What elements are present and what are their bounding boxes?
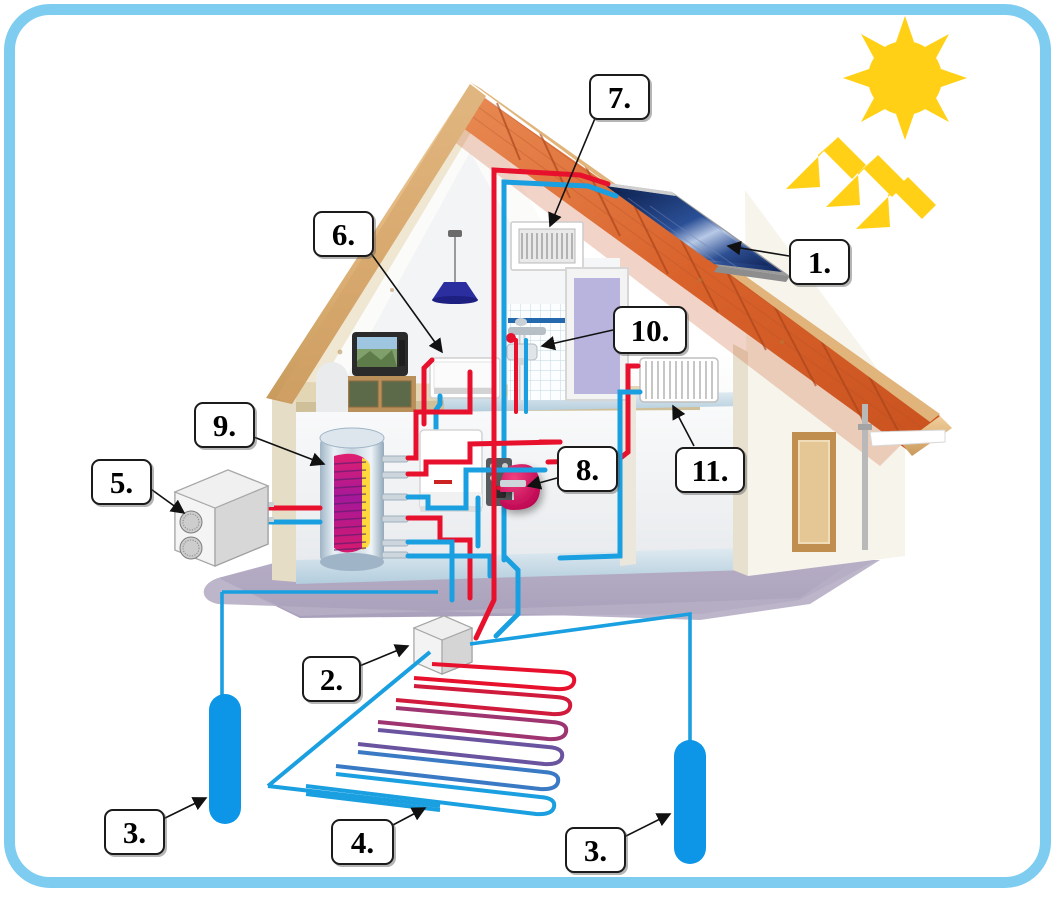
- leader-3a: [160, 797, 208, 821]
- callout-3b[interactable]: 3.: [565, 827, 626, 873]
- callout-11[interactable]: 11.: [675, 447, 745, 493]
- shower-fixture: [506, 318, 546, 400]
- callout-7[interactable]: 7.: [589, 74, 650, 120]
- bathroom: [506, 221, 629, 401]
- wall-niche: [316, 362, 348, 412]
- horizontal-ground-collector: [266, 650, 577, 817]
- callout-5-label: 5.: [109, 464, 134, 500]
- fan-coil-pipes: [421, 357, 443, 439]
- sun-ray-arrow-2: [826, 155, 906, 207]
- leader-8: [526, 475, 558, 490]
- callout-1-label: 1.: [807, 244, 832, 280]
- callout-11-label: 11.: [691, 452, 729, 488]
- tv-cabinet: [344, 376, 416, 412]
- leader-3b: [621, 813, 672, 839]
- callout-6-label: 6.: [331, 216, 356, 252]
- callout-3a-label: 3.: [122, 814, 147, 850]
- pendant-lamp: [432, 230, 478, 304]
- interior-door: [565, 267, 629, 401]
- callout-2[interactable]: 2.: [302, 656, 361, 702]
- stratified-buffer-tank: [319, 427, 409, 571]
- rain-downpipe: [858, 404, 872, 550]
- callout-4-label: 4.: [350, 824, 375, 860]
- callout-6[interactable]: 6.: [313, 211, 374, 257]
- plant-room-pipework: [405, 369, 563, 641]
- callout-7-label: 7.: [607, 79, 632, 115]
- expansion-vessel: [500, 464, 541, 510]
- leader-4: [390, 807, 427, 827]
- wall-radiator: [639, 357, 719, 403]
- callout-3a[interactable]: 3.: [104, 809, 165, 855]
- geothermal-probe-left: [209, 694, 241, 824]
- leader-7: [548, 115, 597, 228]
- leader-lines: [147, 115, 790, 839]
- callout-5[interactable]: 5.: [91, 459, 152, 505]
- callout-4[interactable]: 4.: [331, 819, 394, 865]
- leader-2: [356, 644, 410, 668]
- sun-ray-arrows: [786, 137, 936, 229]
- leader-6: [369, 251, 443, 354]
- callout-9-label: 9.: [212, 407, 237, 443]
- leader-9: [250, 435, 326, 467]
- exterior-window: [792, 432, 836, 552]
- callout-1[interactable]: 1.: [789, 239, 850, 285]
- leader-11: [672, 404, 695, 447]
- ventilation-grille-unit: [510, 221, 584, 271]
- callout-10[interactable]: 10.: [613, 306, 687, 354]
- fan-coil-unit: [429, 357, 506, 399]
- sun-ray-arrow-1: [786, 137, 866, 189]
- leader-10: [540, 329, 614, 351]
- leader-1: [726, 240, 790, 257]
- leader-5: [147, 486, 186, 514]
- probe-connection-pipes: [220, 590, 692, 742]
- sun-ray-arrow-3: [856, 177, 936, 229]
- geothermal-probe-right: [674, 740, 706, 864]
- callout-8[interactable]: 8.: [557, 446, 618, 492]
- callout-2-label: 2.: [319, 661, 344, 697]
- callout-3b-label: 3.: [583, 832, 608, 868]
- television-set: [352, 332, 408, 376]
- callout-9[interactable]: 9.: [194, 402, 255, 448]
- outdoor-heat-pump-unit: [173, 469, 270, 567]
- callout-10-label: 10.: [630, 312, 670, 348]
- callout-8-label: 8.: [575, 451, 600, 487]
- sun: [843, 16, 967, 140]
